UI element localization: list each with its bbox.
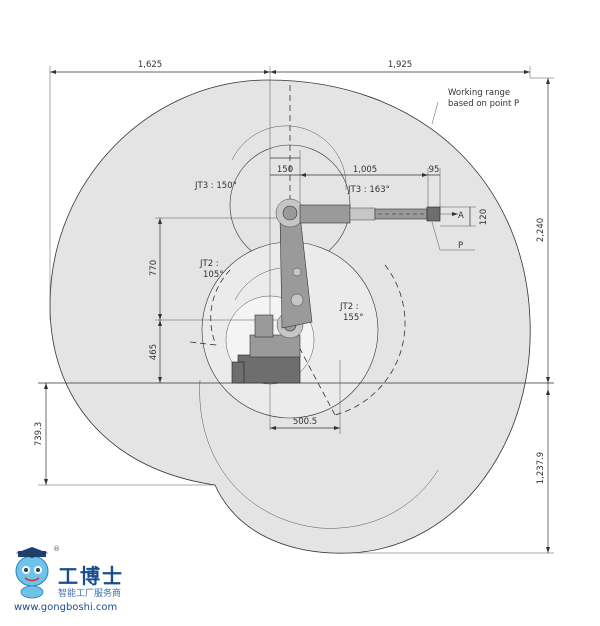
brand-tagline: 智能工厂服务商 <box>58 589 122 599</box>
dim-500-5: 500.5 <box>293 417 317 427</box>
working-range-label-1: Working range <box>448 88 510 98</box>
robot-wrist <box>426 206 441 222</box>
mascot-logo-icon <box>15 547 49 599</box>
annotation-labels: Working range based on point P JT3 : 150… <box>194 88 519 323</box>
dim-1237-9: 1,237.9 <box>536 452 546 484</box>
point-a-label: A <box>458 211 464 221</box>
dim-150: 150 <box>277 165 293 175</box>
dim-739-3: 739.3 <box>34 422 44 446</box>
dim-1005: 1,005 <box>353 165 377 175</box>
brand-url: www.gongboshi.com <box>14 602 118 613</box>
dim-120: 120 <box>479 209 489 225</box>
registered-mark: ® <box>53 545 60 553</box>
dim-770: 770 <box>149 260 159 276</box>
robot-base <box>237 354 301 384</box>
robot-upper-arm <box>299 204 351 224</box>
jt2-105-label-2: 105° <box>203 270 223 280</box>
dim-1925: 1,925 <box>388 60 412 70</box>
robot-arm-illustration <box>231 198 458 384</box>
dim-2240: 2,240 <box>536 218 546 242</box>
dimension-lines <box>38 66 554 554</box>
dim-465: 465 <box>149 344 159 360</box>
dimension-labels: 1,625 1,925 150 1,005 95 120 2,240 770 4… <box>34 60 546 484</box>
jt2-155-label-2: 155° <box>343 313 363 323</box>
motion-arcs <box>189 85 406 416</box>
dim-95: 95 <box>429 165 440 175</box>
dim-1625: 1,625 <box>138 60 162 70</box>
jt2-105-label-1: JT2 : <box>199 259 219 269</box>
point-p-label: P <box>458 241 463 251</box>
working-range-label-2: based on point P <box>448 99 519 109</box>
jt3-163-label: JT3 : 163° <box>347 185 390 195</box>
brand-name: 工博士 <box>58 564 124 588</box>
jt2-155-label-1: JT2 : <box>339 302 359 312</box>
jt3-150-label: JT3 : 150° <box>194 181 237 191</box>
